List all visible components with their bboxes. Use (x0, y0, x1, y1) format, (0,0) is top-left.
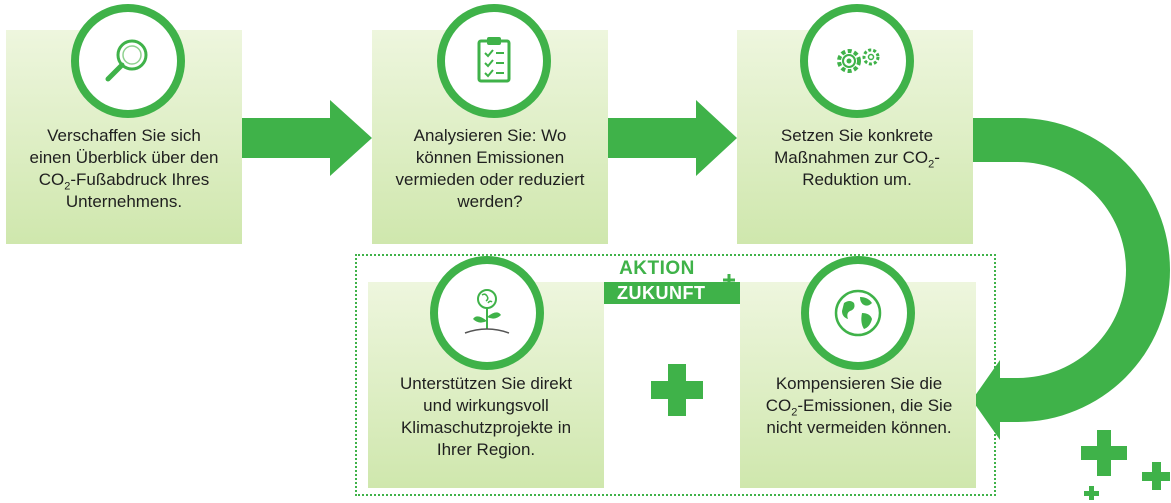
badge-aktion: AKTION (619, 258, 695, 279)
action-frame (355, 254, 996, 496)
step-2-circle (437, 4, 551, 118)
magnifier-icon (105, 39, 148, 82)
badge-zukunft-label: ZUKUNFT (617, 283, 706, 303)
plus-signs-decoration (1081, 430, 1170, 500)
step-5-circle (801, 256, 915, 370)
step-1-circle (71, 4, 185, 118)
step-4-text: Unterstützen Sie direkt und wirkungsvoll… (400, 374, 572, 459)
arrow-step2-to-step3 (604, 100, 737, 176)
step-3-text: Setzen Sie konkrete Maßnahmen zur CO2-Re… (774, 126, 940, 189)
step-5-text: Kompensieren Sie die CO2-Emissionen, die… (765, 374, 953, 437)
curved-arrow-step3-to-step5 (970, 118, 1170, 440)
plus-sign-center (651, 364, 703, 416)
step-2-text: Analysieren Sie: Wo können Emissionen ve… (395, 126, 585, 211)
step-4-circle (430, 256, 544, 370)
gears-icon (837, 48, 880, 73)
globe-icon (834, 289, 882, 337)
badge-plus-icon (723, 274, 735, 286)
plant-globe-icon (464, 289, 510, 334)
badge-arrow-shape (599, 282, 760, 304)
clipboard-checklist-icon (477, 37, 511, 83)
badge-zukunft: ZUKUNFT (599, 274, 755, 304)
step-1-text: Verschaffen Sie sich einen Überblick übe… (29, 126, 219, 211)
arrow-step1-to-step2 (240, 100, 372, 176)
step-3-circle (800, 4, 914, 118)
